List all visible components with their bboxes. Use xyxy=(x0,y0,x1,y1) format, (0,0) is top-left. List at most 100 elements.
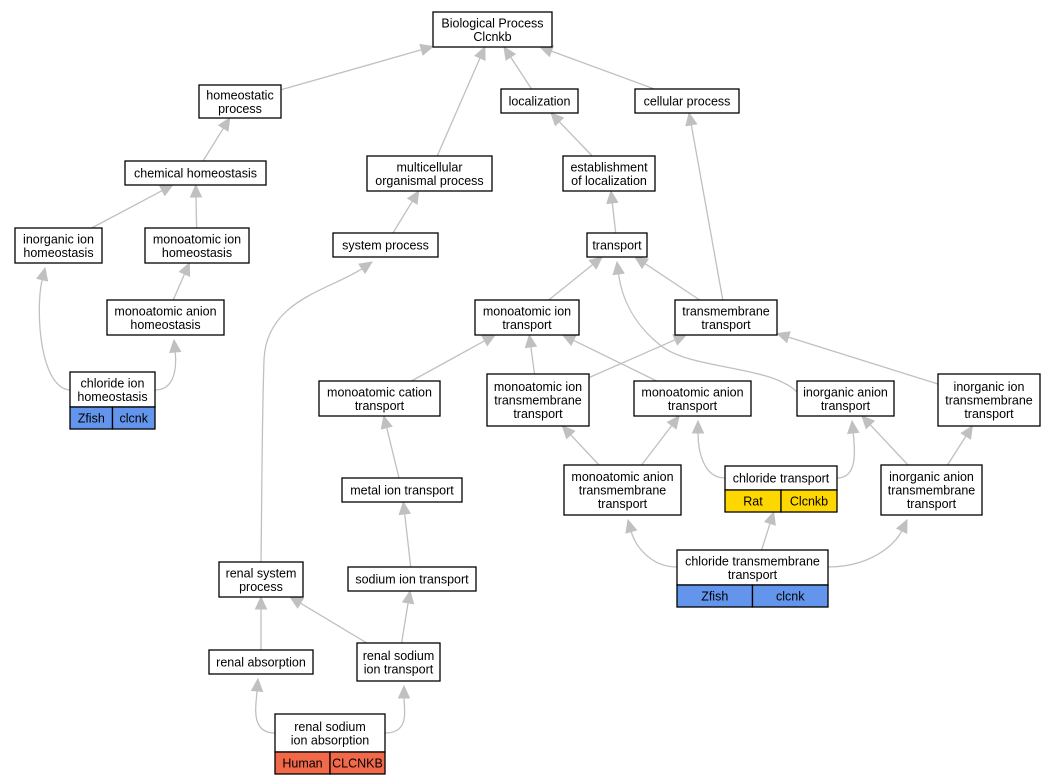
node-label-line: transmembrane xyxy=(682,304,770,318)
edge-inorg_anion-to-transport xyxy=(612,260,798,393)
edge-arrowhead xyxy=(691,419,705,434)
node-label-line: transport xyxy=(598,497,648,511)
node-box xyxy=(674,299,778,336)
node-label-line: transport xyxy=(502,318,552,332)
edge-line xyxy=(392,200,413,234)
go-term-node-transport[interactable]: transport xyxy=(586,232,648,258)
edge-arrowhead xyxy=(289,596,305,609)
edge-arrowhead xyxy=(419,43,435,56)
edge-arrowhead xyxy=(401,589,415,605)
node-box xyxy=(474,299,580,336)
edge-arrowhead xyxy=(217,116,231,132)
edge-line xyxy=(91,190,163,229)
edge-monoion_homeo-to-chem_homeo xyxy=(189,183,203,229)
node-box xyxy=(432,11,553,48)
edge-arrowhead xyxy=(250,677,264,692)
edge-arrowhead xyxy=(960,424,974,440)
go-term-node-metal-ion[interactable]: metal ion transport xyxy=(341,477,463,503)
edges-layer xyxy=(35,43,974,734)
node-label-line: transmembrane xyxy=(494,394,582,408)
edge-chloride_transport-to-inorg_anion xyxy=(836,419,860,479)
node-label-line: transport xyxy=(964,407,1014,421)
node-label-line: chloride ion xyxy=(81,376,145,390)
species-label: Zfish xyxy=(701,590,728,604)
node-label-line: transport xyxy=(355,399,405,413)
node-label-line: monoatomic anion xyxy=(571,470,673,484)
edge-line xyxy=(690,124,724,301)
edge-system_proc-to-multicell xyxy=(392,189,420,234)
node-label-line: process xyxy=(239,580,283,594)
edge-arrowhead xyxy=(561,425,576,440)
gene-tag[interactable] xyxy=(751,584,829,608)
edge-line xyxy=(280,49,422,91)
go-term-node-renal-absorption[interactable]: renal absorption xyxy=(208,649,314,675)
go-term-node-chem-homeo[interactable]: chemical homeostasis xyxy=(124,160,267,186)
edge-arrowhead xyxy=(474,45,486,61)
species-label: Human xyxy=(282,757,322,771)
gene-tag[interactable] xyxy=(329,751,386,775)
edge-chloride_tm-to-chloride_transport xyxy=(760,510,776,551)
gene-tag[interactable] xyxy=(780,489,838,513)
edge-arrowhead xyxy=(606,189,619,205)
node-label-line: sodium ion transport xyxy=(355,573,469,587)
edge-mono_cation-to-mono_ion_transport xyxy=(411,334,497,382)
edge-cellular-to-root xyxy=(538,45,655,90)
node-label-line: inorganic anion xyxy=(803,385,888,399)
edge-establishment-to-localization xyxy=(550,112,593,157)
edge-line xyxy=(827,530,903,568)
node-label-line: monoatomic ion xyxy=(483,304,571,318)
edge-line xyxy=(836,432,856,479)
node-label-line: transport xyxy=(668,399,718,413)
edge-sodium_ion-to-metal_ion xyxy=(398,500,412,568)
edge-inorg_anion_tm-to-inorg_anion xyxy=(861,415,909,466)
node-box xyxy=(14,227,103,264)
go-term-node-localization[interactable]: localization xyxy=(500,88,579,114)
node-box xyxy=(198,84,282,119)
node-label-line: inorganic anion xyxy=(889,470,974,484)
node-label-line: ion transport xyxy=(364,662,434,676)
edge-arrowhead xyxy=(634,256,649,270)
node-label-line: homeostasis xyxy=(130,318,200,332)
edge-arrowhead xyxy=(685,111,698,127)
edge-transmembrane-to-transport xyxy=(634,256,701,301)
go-term-node-system-proc[interactable]: system process xyxy=(332,232,439,258)
edge-line xyxy=(38,279,72,391)
go-term-node-cellular[interactable]: cellular process xyxy=(634,88,740,114)
node-label-line: transport xyxy=(701,318,751,332)
node-label-line: homeostasis xyxy=(162,246,232,260)
node-label-line: multicellular xyxy=(397,160,463,174)
node-box xyxy=(880,464,983,516)
edge-localization-to-root xyxy=(503,45,533,90)
gene-tag[interactable] xyxy=(111,406,156,430)
node-label-line: cellular process xyxy=(644,95,731,109)
node-label-line: ion absorption xyxy=(291,733,370,747)
edge-line xyxy=(760,523,771,551)
go-term-node-sodium-ion[interactable]: sodium ion transport xyxy=(347,566,477,592)
edge-mono_ion_transport-to-transport xyxy=(548,256,604,301)
gene-label: Clcnkb xyxy=(790,495,828,509)
edge-transport-to-establishment xyxy=(606,189,619,234)
node-label-line: system process xyxy=(342,239,429,253)
